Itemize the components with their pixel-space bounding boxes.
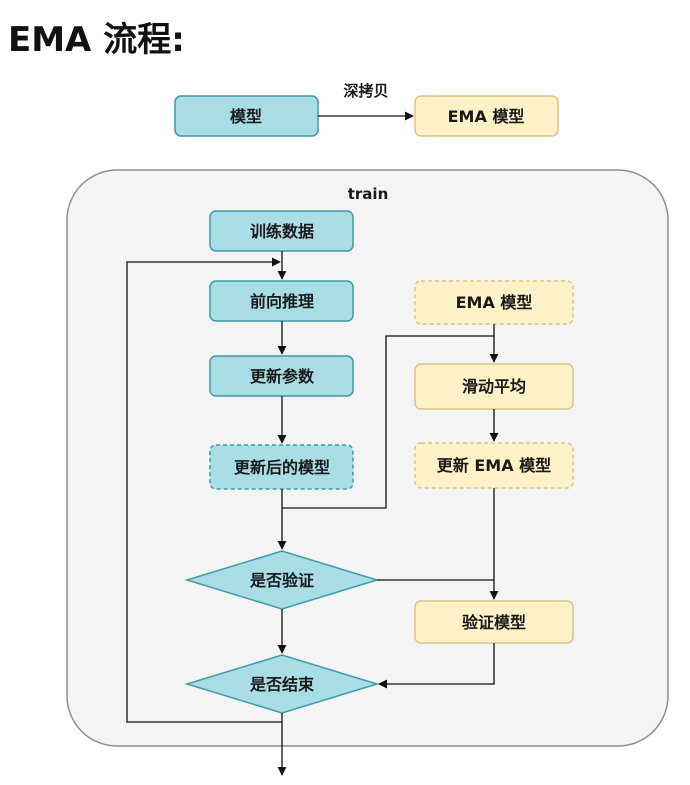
train-container (66, 169, 669, 747)
validate-decision-label: 是否验证 (249, 571, 314, 590)
update-ema-box[interactable] (414, 442, 574, 489)
ema-model-top-label: EMA 模型 (448, 107, 525, 126)
ema-model-top-box[interactable] (414, 95, 559, 137)
finish-decision[interactable] (184, 654, 380, 714)
arrow-updated-model-to-moving-average (282, 335, 499, 509)
train-label: train (348, 185, 389, 203)
validate-model-label: 验证模型 (462, 613, 526, 632)
finish-decision-label: 是否结束 (249, 675, 315, 694)
arrow-validate-model-to-finish (378, 643, 495, 689)
updated-model-label: 更新后的模型 (234, 458, 330, 477)
forward-label: 前向推理 (250, 292, 314, 311)
train-data-label: 训练数据 (250, 222, 314, 241)
update-ema-label: 更新 EMA 模型 (437, 456, 551, 475)
page-title: EMA 流程: (8, 20, 185, 60)
ema-model-label: EMA 模型 (456, 293, 533, 312)
moving-average-label: 滑动平均 (462, 377, 526, 396)
update-params-label: 更新参数 (250, 367, 315, 386)
deep-copy-label: 深拷贝 (343, 82, 388, 100)
model-label: 模型 (230, 107, 262, 126)
arrow-loop-back (126, 257, 282, 723)
